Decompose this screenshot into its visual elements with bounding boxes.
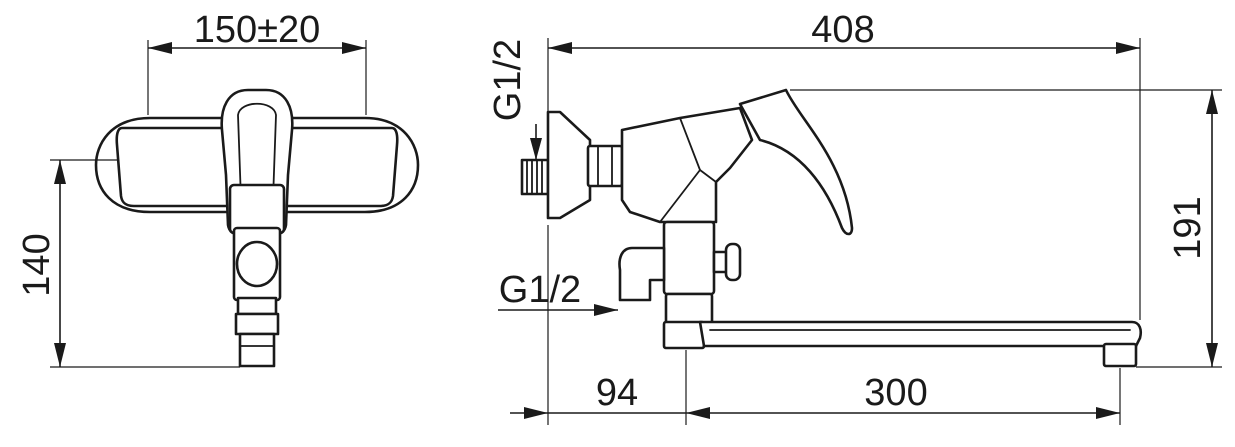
side-view [520,88,1143,368]
side-diverter-block [662,220,716,296]
front-cartridge [228,183,286,235]
front-outlet-mid [234,312,280,336]
front-outlet-lower [238,332,276,368]
wall-offset-label: 94 [596,372,638,414]
side-label-connection-bottom: G1/2 [498,269,618,316]
side-lever [738,88,854,236]
side-dimension-total-length: 408 [547,9,1141,320]
spout-length-label: 300 [864,372,927,414]
side-wall-flange [546,110,592,220]
side-label-connection-top: G1/2 [487,39,542,160]
front-dimension-width: 150±20 [147,9,367,115]
side-spout [698,320,1143,348]
side-swivel-nut [664,292,714,326]
connection-bottom-label: G1/2 [499,269,581,311]
side-shower-outlet [618,246,666,302]
front-diverter-knob [235,240,279,288]
side-dimension-spout-length: 300 [686,368,1121,425]
side-diverter-knob [724,242,742,282]
side-threaded-inlet [520,158,550,196]
side-swivel-collar [662,320,706,350]
total-length-label: 408 [811,9,874,51]
front-dimension-height: 140 [16,159,240,368]
front-outlet-upper [236,296,278,316]
side-dimension-total-height: 191 [790,89,1222,368]
side-nut [586,144,624,188]
side-main-body [620,106,754,224]
side-aerator [1102,342,1138,368]
connection-top-label: G1/2 [487,39,529,121]
front-width-label: 150±20 [194,9,321,51]
front-view [94,88,420,368]
front-height-label: 140 [16,233,58,296]
total-height-label: 191 [1167,196,1209,259]
